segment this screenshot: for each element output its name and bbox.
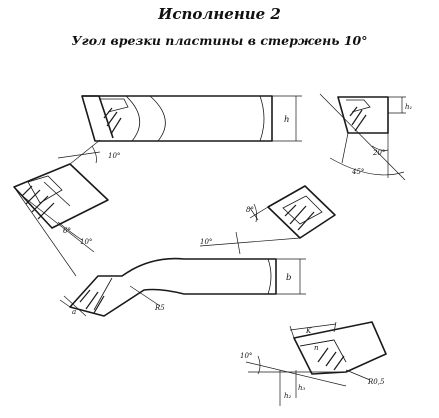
tip-angle-10-label: 10° xyxy=(108,152,120,160)
tip-angle-10b-label: 10° xyxy=(80,238,92,246)
drawing-title: Исполнение 2 xyxy=(158,5,281,23)
section-angle-10-label: 10° xyxy=(200,238,212,246)
top-side-view: h xyxy=(81,95,302,142)
section-view: 8° 10° xyxy=(199,185,336,255)
radius-r05-label: R0,5 xyxy=(367,378,385,386)
dim-h3-label: h₃ xyxy=(298,384,306,392)
dim-h-label: h xyxy=(284,115,289,125)
drawing-subtitle: Угол врезки пластины в стержень 10° xyxy=(71,33,368,48)
detail-angle-10-label: 10° xyxy=(240,352,252,360)
dim-k-label: K xyxy=(305,327,312,335)
tip-angle-6-label: 6° xyxy=(63,227,71,235)
radius-r5-label: R5 xyxy=(154,304,165,312)
plan-view: b a R5 xyxy=(59,257,306,317)
section-angle-8-label: 8° xyxy=(246,206,254,214)
dim-h2-label: h₂ xyxy=(284,392,292,400)
dim-n-label: n xyxy=(314,344,319,352)
angle-45-label: 45° xyxy=(351,168,364,176)
dim-a-label: a xyxy=(72,308,76,316)
dim-h1-label: h₁ xyxy=(405,103,413,111)
end-view: h₁ 20° 45° xyxy=(319,93,413,181)
detail-view: K n 10° h₂ h₃ R0,5 xyxy=(240,321,387,406)
tip-view: 10° 6° 10° xyxy=(13,139,120,277)
angle-20-label: 20° xyxy=(372,149,385,157)
dim-b-label: b xyxy=(286,273,291,283)
